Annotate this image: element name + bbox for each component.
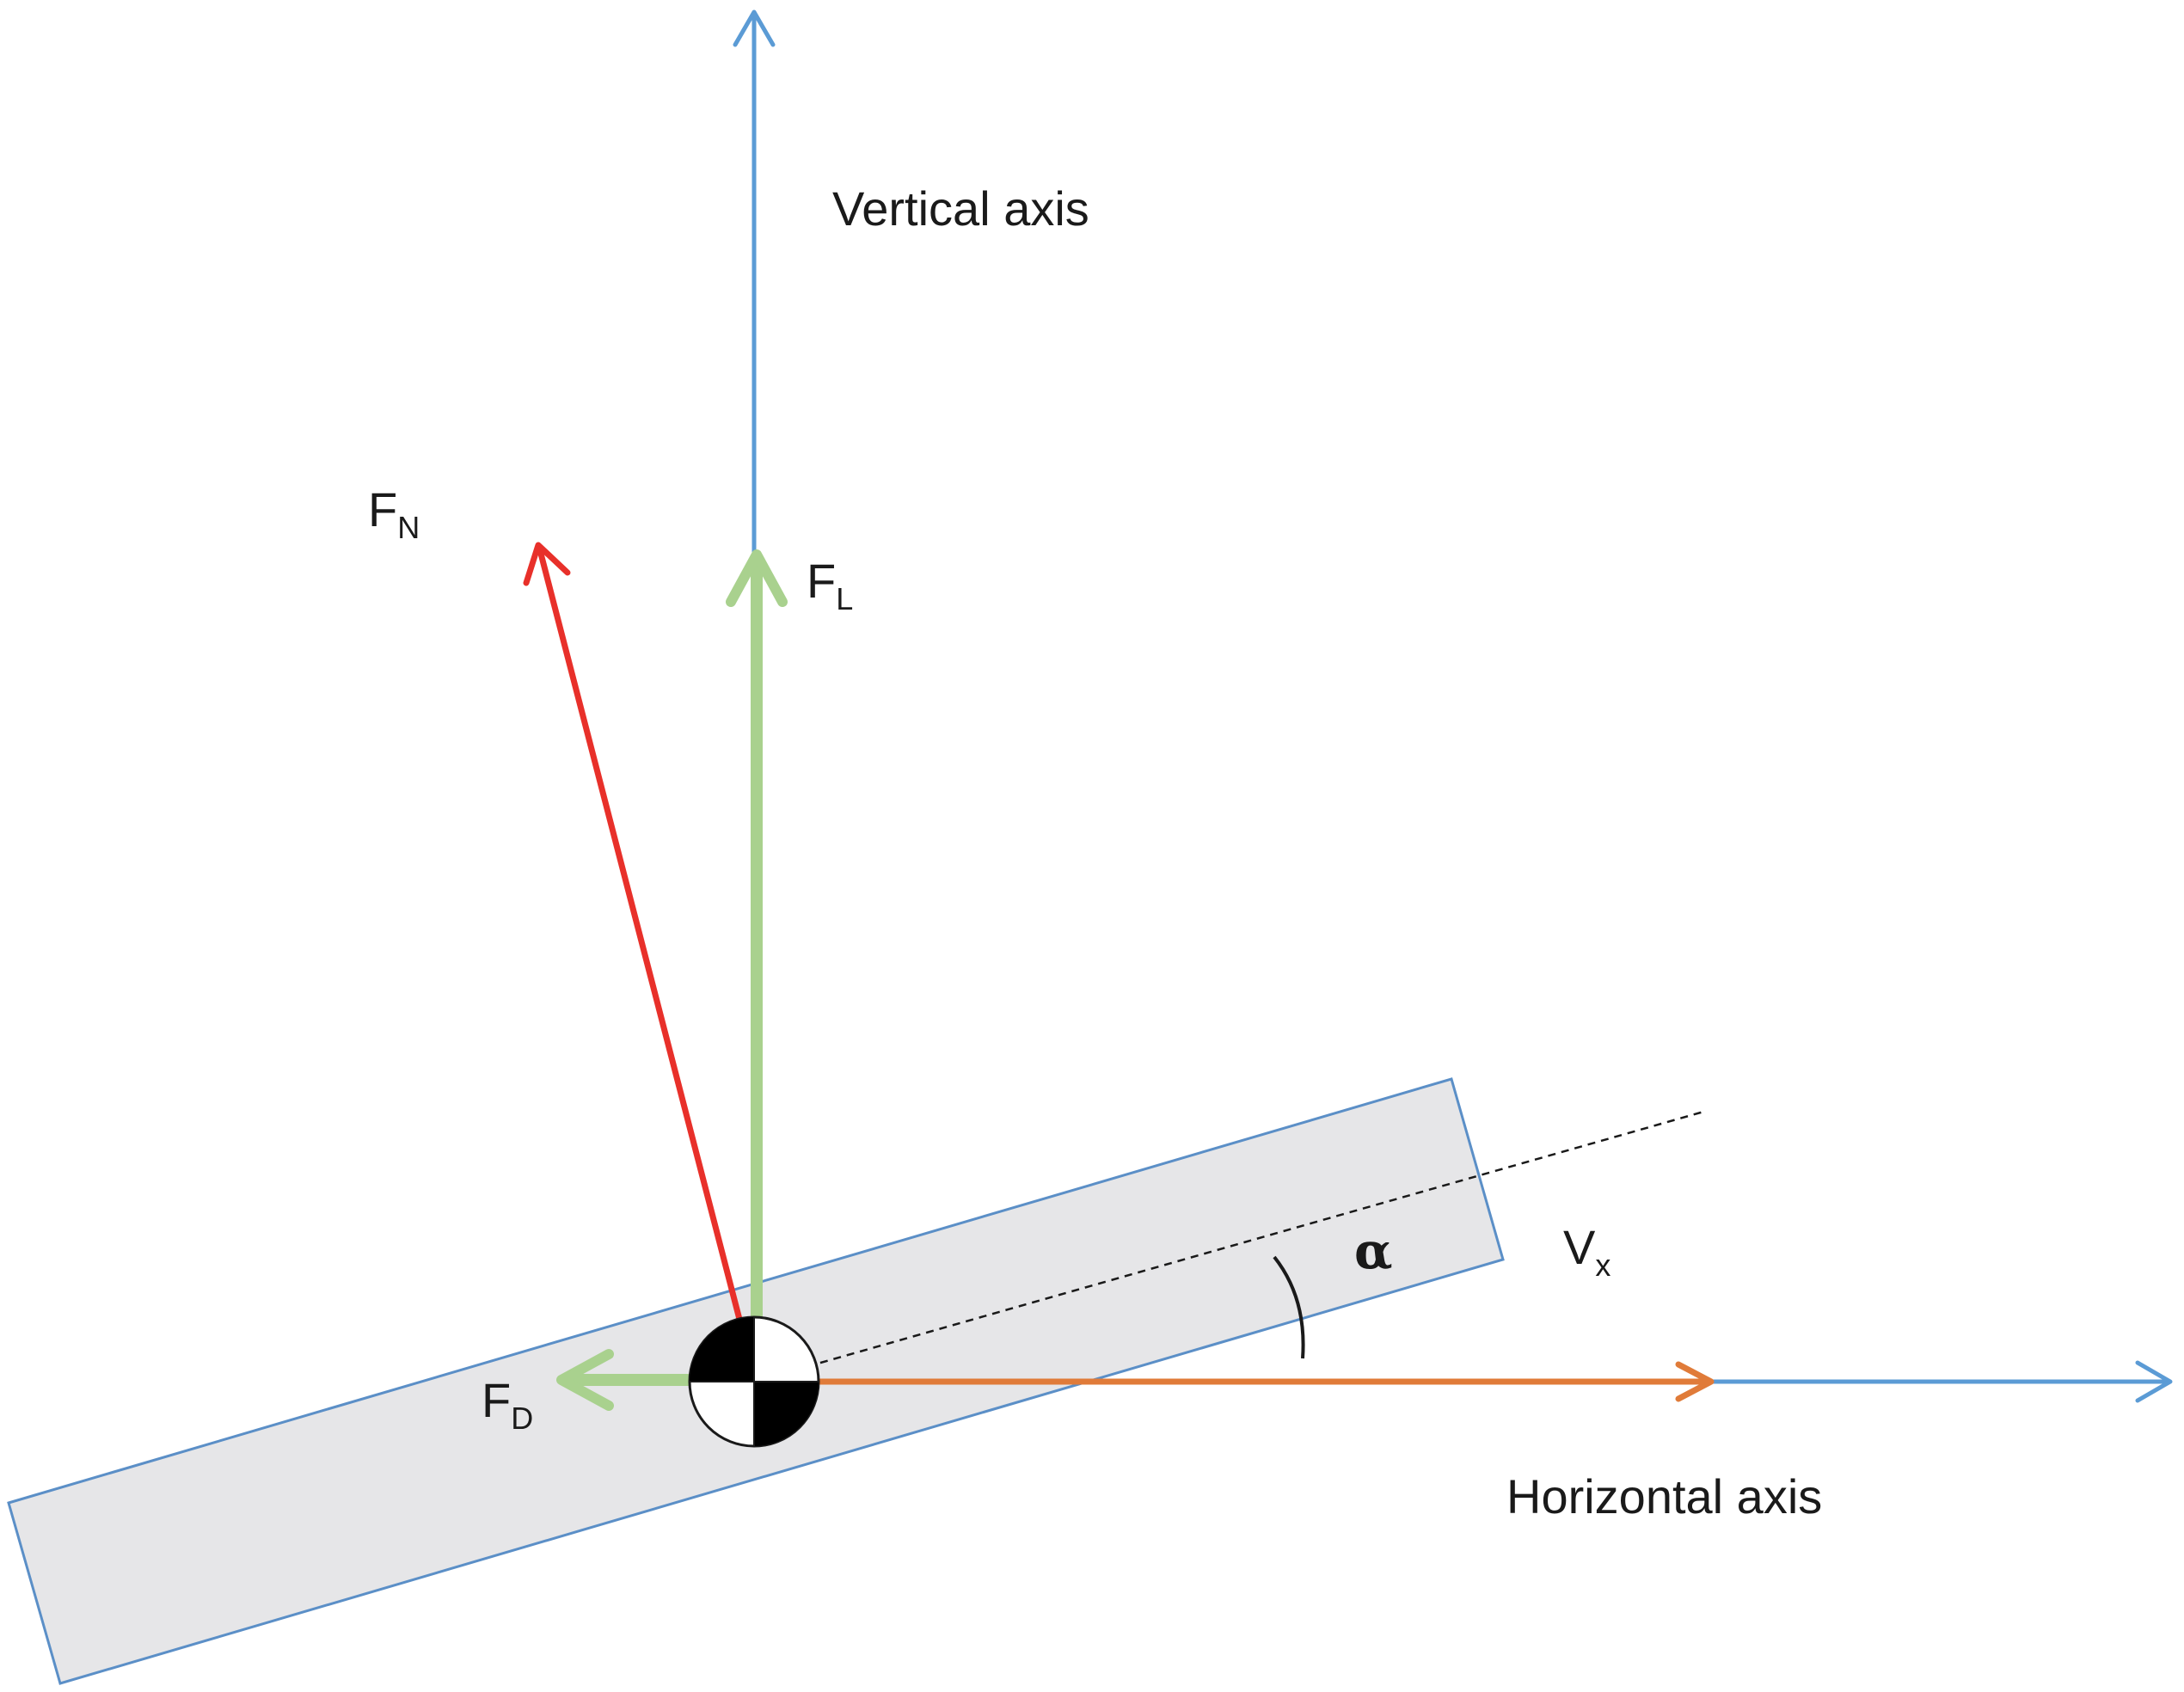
velocity-label: Vx xyxy=(1563,1220,1610,1283)
lift-force-label: FL xyxy=(807,554,853,616)
normal-force-arrow-line xyxy=(537,549,758,1376)
velocity-arrowhead xyxy=(1675,1361,1715,1402)
vertical-axis-arrowhead xyxy=(733,9,776,47)
angle-alpha-label: α xyxy=(1354,1222,1393,1280)
normal-force-label: FN xyxy=(368,482,420,545)
normal-force-label-sub: N xyxy=(397,510,420,545)
center-of-mass-symbol-icon xyxy=(688,1315,820,1448)
normal-force-arrowhead xyxy=(523,542,571,586)
lift-force-label-main: F xyxy=(807,554,836,608)
drag-force-label: FD xyxy=(482,1373,533,1436)
drag-force-arrowhead xyxy=(556,1349,614,1411)
velocity-label-sub: x xyxy=(1595,1248,1610,1283)
lift-force-arrowhead xyxy=(726,549,788,607)
velocity-label-main: V xyxy=(1563,1220,1596,1274)
vertical-axis-label: Vertical axis xyxy=(832,181,1089,236)
horizontal-axis-arrowhead xyxy=(2135,1360,2173,1403)
drag-force-label-main: F xyxy=(482,1373,511,1427)
lift-force-label-sub: L xyxy=(836,581,853,616)
normal-force-label-main: F xyxy=(368,482,397,536)
horizontal-axis-label: Horizontal axis xyxy=(1506,1469,1822,1523)
angle-arc xyxy=(1273,1255,1305,1359)
drag-force-label-sub: D xyxy=(511,1401,533,1436)
